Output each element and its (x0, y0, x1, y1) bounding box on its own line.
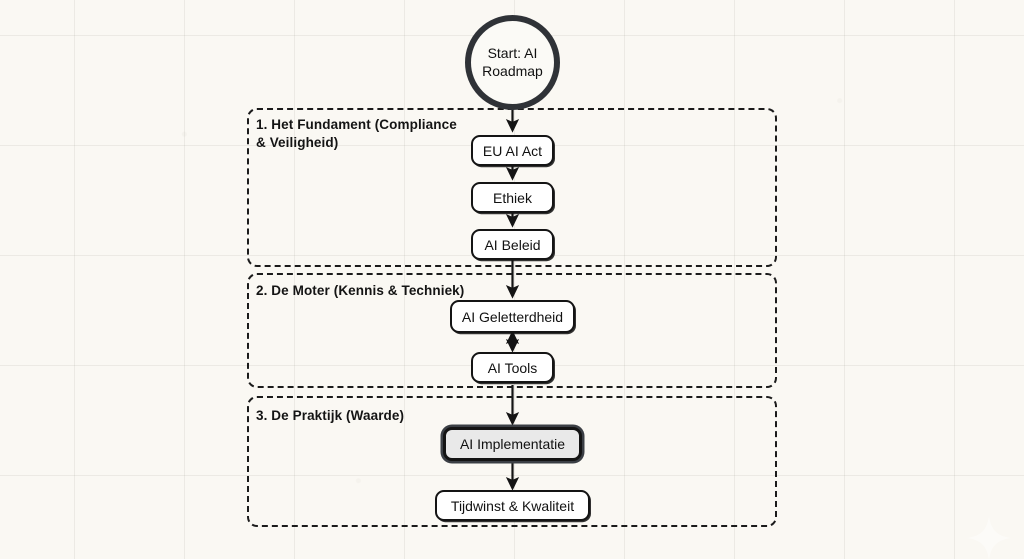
node-eu-ai-act[interactable]: EU AI Act (471, 135, 554, 166)
group-box-praktijk[interactable] (247, 396, 777, 527)
node-label-tijdwinst-kwaliteit: Tijdwinst & Kwaliteit (450, 497, 575, 514)
node-label-start: Start: AI Roadmap (482, 45, 543, 79)
node-tijdwinst-kwaliteit[interactable]: Tijdwinst & Kwaliteit (435, 490, 590, 521)
group-title-praktijk: 3. De Praktijk (Waarde) (256, 408, 405, 423)
node-ai-beleid[interactable]: AI Beleid (471, 229, 554, 260)
node-label-ai-beleid: AI Beleid (484, 236, 541, 253)
node-label-ai-implementatie: AI Implementatie (459, 436, 566, 452)
group-title-motor: 2. De Moter (Kennis & Techniek) (256, 283, 465, 298)
node-label-eu-ai-act: EU AI Act (482, 142, 543, 159)
node-ai-tools[interactable]: AI Tools (471, 352, 554, 383)
node-ai-implementatie[interactable]: AI Implementatie (443, 427, 582, 461)
group-box-motor[interactable] (247, 273, 777, 388)
group-title-fundament: 1. Het Fundament (Compliance & Veilighei… (256, 117, 457, 150)
node-label-ai-geletterdheid: AI Geletterdheid (461, 308, 564, 325)
node-label-ethiek: Ethiek (493, 189, 532, 206)
node-start-ai-roadmap[interactable]: Start: AI Roadmap (465, 15, 560, 110)
node-label-ai-tools: AI Tools (487, 359, 538, 376)
node-ai-geletterdheid[interactable]: AI Geletterdheid (450, 300, 575, 333)
node-ethiek[interactable]: Ethiek (471, 182, 554, 213)
